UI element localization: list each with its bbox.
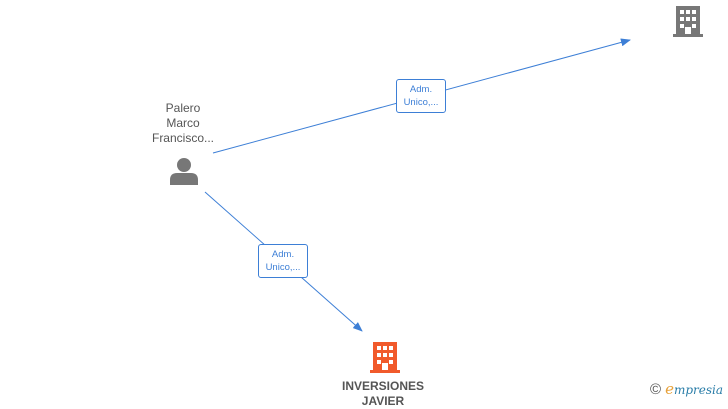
building-icon-company-bottom[interactable] bbox=[370, 342, 400, 373]
brand-name: mpresia bbox=[673, 383, 724, 397]
person-name-label[interactable]: Palero Marco Francisco... bbox=[140, 101, 226, 146]
copyright-icon: © bbox=[650, 381, 662, 398]
edge-label-line: Unico,... bbox=[403, 97, 439, 108]
edge-label-line: Adm. bbox=[409, 84, 433, 95]
edge-label-role-bottom[interactable]: Adm. Unico,... bbox=[258, 244, 308, 278]
person-name-line: Marco bbox=[166, 116, 200, 130]
company-name-line: INVERSIONES bbox=[341, 379, 425, 393]
building-icon-company-top[interactable] bbox=[673, 6, 703, 37]
edge-label-line: Adm. bbox=[271, 249, 295, 260]
company-name-label-bottom[interactable]: INVERSIONES JAVIER bbox=[318, 379, 448, 409]
edge-label-line: Unico,... bbox=[265, 262, 301, 273]
relationship-graph bbox=[170, 6, 703, 373]
brand-initial: e bbox=[665, 380, 674, 398]
person-icon[interactable] bbox=[170, 158, 198, 185]
person-name-line: Palero bbox=[165, 101, 201, 115]
brand-logo: ©empresia bbox=[650, 380, 723, 400]
company-name-line: JAVIER bbox=[361, 394, 405, 408]
person-name-line: Francisco... bbox=[151, 131, 214, 145]
edge-label-role-top[interactable]: Adm. Unico,... bbox=[396, 79, 446, 113]
